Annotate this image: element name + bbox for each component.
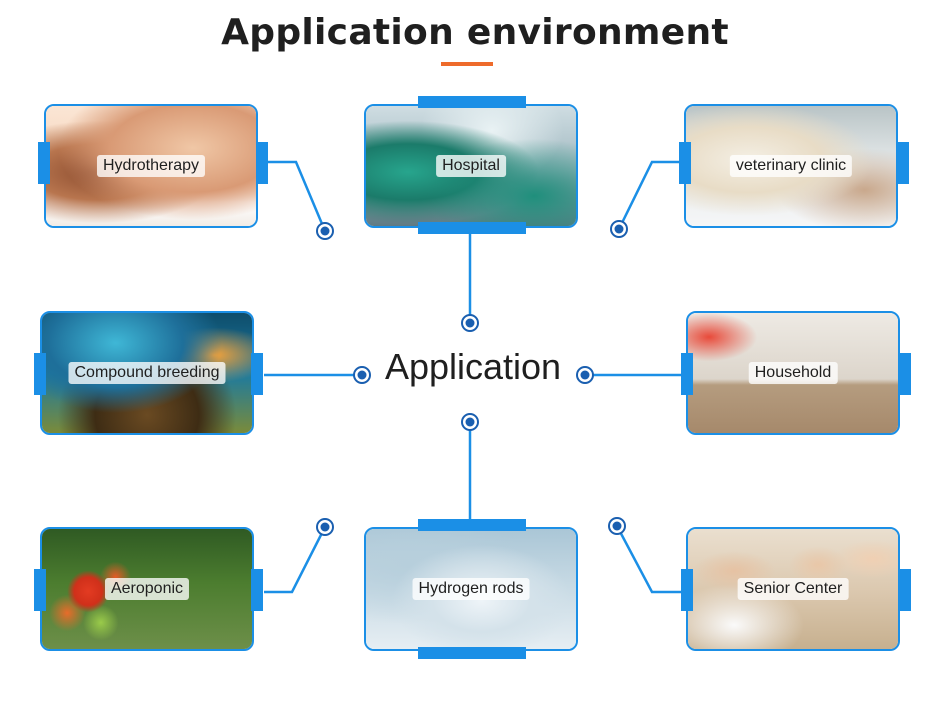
- node-dot: [461, 413, 479, 431]
- center-application-label: Application: [384, 346, 562, 387]
- connector-aeroponic: [264, 526, 327, 594]
- node-dot: [316, 518, 334, 536]
- card-tab: [418, 222, 526, 234]
- node-dot: [576, 366, 594, 384]
- card-hydrogen-rods: Hydrogen rods: [364, 527, 578, 651]
- card-tab: [34, 569, 46, 611]
- node-dot: [316, 222, 334, 240]
- card-hydrotherapy: Hydrotherapy: [44, 104, 258, 228]
- card-tab: [251, 353, 263, 395]
- card-label: Hospital: [436, 155, 506, 177]
- card-label: Household: [748, 362, 838, 384]
- card-tab: [681, 569, 693, 611]
- card-tab: [418, 519, 526, 531]
- card-hospital: Hospital: [364, 104, 578, 228]
- card-tab: [251, 569, 263, 611]
- card-tab: [418, 96, 526, 108]
- card-tab: [418, 647, 526, 659]
- card-label: Aeroponic: [104, 578, 190, 600]
- card-tab: [679, 142, 691, 184]
- card-label: Compound breeding: [68, 362, 226, 384]
- card-veterinary: veterinary clinic: [684, 104, 898, 228]
- connector-senior: [615, 525, 682, 594]
- card-tab: [256, 142, 268, 184]
- card-label: Senior Center: [737, 578, 849, 600]
- page-title: Application environment: [221, 12, 729, 53]
- card-label: veterinary clinic: [729, 155, 853, 177]
- card-senior-center: Senior Center: [686, 527, 900, 651]
- card-tab: [38, 142, 50, 184]
- card-tab: [897, 142, 909, 184]
- node-dot: [353, 366, 371, 384]
- card-tab: [899, 569, 911, 611]
- card-aeroponic: Aeroponic: [40, 527, 254, 651]
- connector-hydrotherapy: [268, 160, 327, 232]
- node-dot: [610, 220, 628, 238]
- card-household: Household: [686, 311, 900, 435]
- card-tab: [681, 353, 693, 395]
- card-compound-breeding: Compound breeding: [40, 311, 254, 435]
- node-dot: [461, 314, 479, 332]
- card-tab: [34, 353, 46, 395]
- card-tab: [899, 353, 911, 395]
- card-label: Hydrogen rods: [412, 578, 530, 600]
- card-label: Hydrotherapy: [96, 155, 206, 177]
- title-underline: [441, 62, 493, 66]
- connector-veterinary: [617, 160, 682, 230]
- node-dot: [608, 517, 626, 535]
